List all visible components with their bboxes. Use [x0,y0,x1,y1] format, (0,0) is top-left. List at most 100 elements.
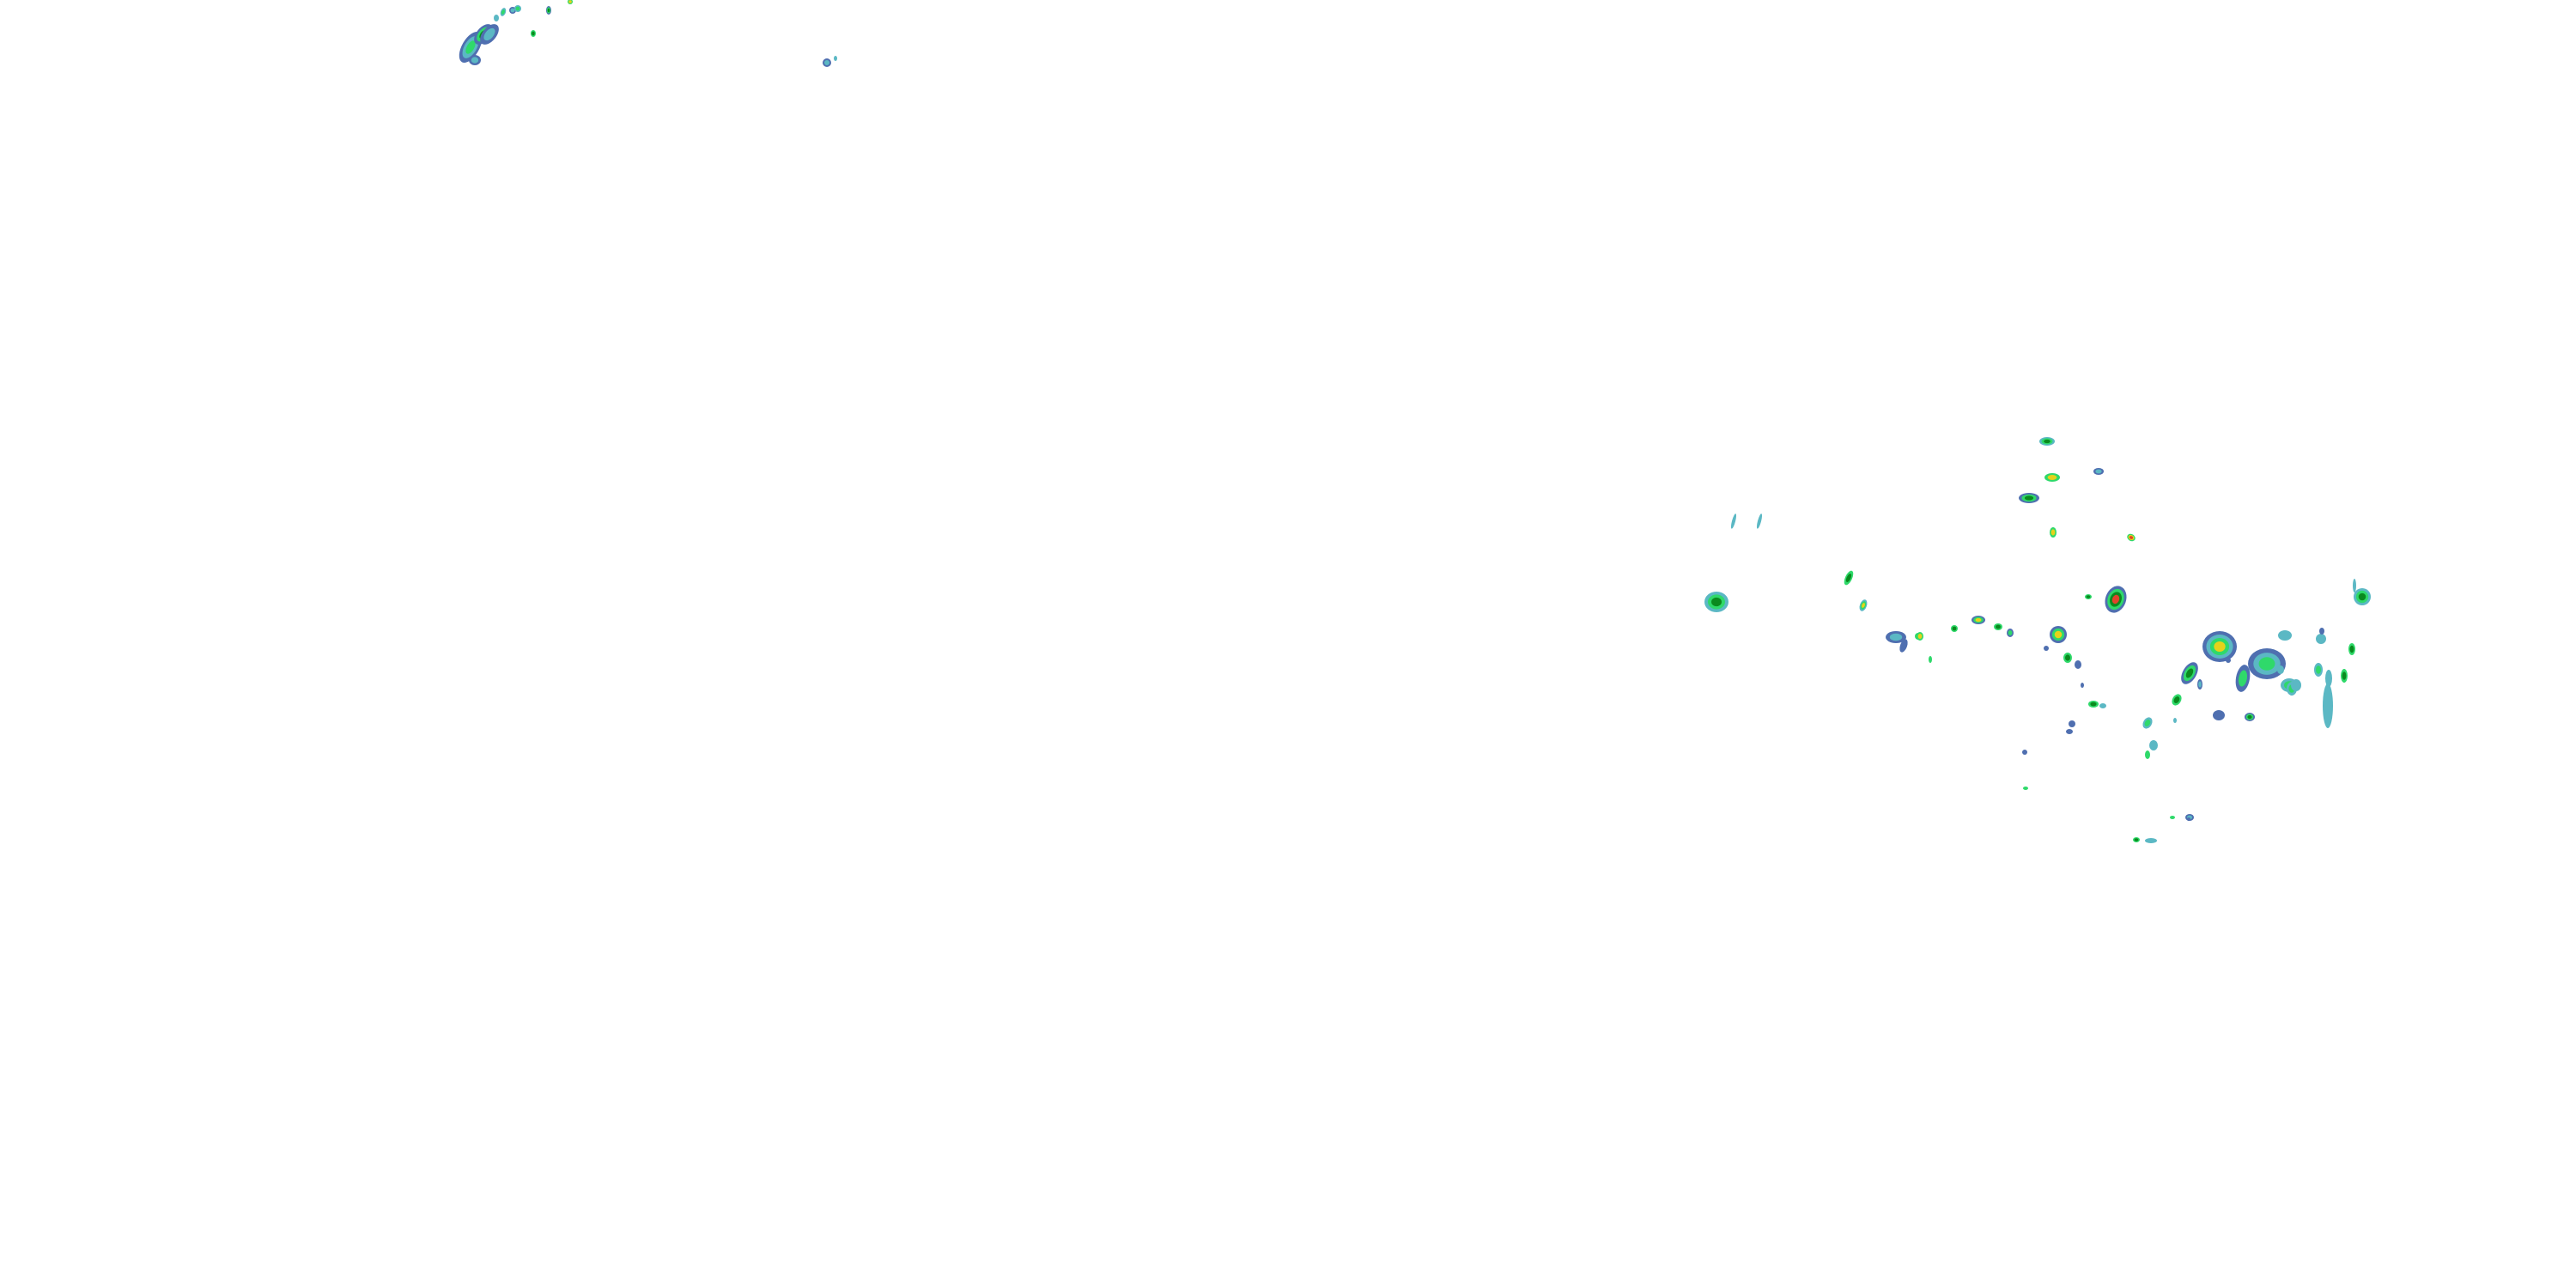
precipitation-intensity-heavy [547,8,550,13]
precipitation-intensity-light [2081,683,2084,688]
precipitation-intensity-light-moderate [510,8,515,13]
precipitation-cell [494,15,499,21]
precipitation-cell [2181,662,2198,684]
precipitation-intensity-moderate [1929,656,1932,663]
precipitation-cell [1886,631,1906,643]
precipitation-intensity-moderate [2258,657,2275,671]
precipitation-cell [480,24,499,45]
precipitation-intensity-light-moderate [2278,630,2292,641]
precipitation-cell [1917,632,1923,641]
precipitation-cell [2023,787,2028,790]
precipitation-intensity-extreme [2129,536,2134,539]
precipitation-cell [2341,669,2348,683]
precipitation-cell [2235,665,2251,692]
precipitation-intensity-light-moderate [2323,683,2333,728]
precipitation-intensity-light-moderate [2099,703,2106,708]
precipitation-intensity-heavy [2185,668,2194,678]
precipitation-cell [514,5,521,12]
precipitation-cell [2149,740,2158,750]
precipitation-intensity-heavy [2134,838,2139,841]
precipitation-cell [2187,817,2190,821]
precipitation-intensity-light [1899,639,1908,653]
precipitation-intensity-light [2022,750,2027,755]
precipitation-intensity-heavy [2173,696,2180,703]
precipitation-cell [2085,594,2092,599]
precipitation-cell [1859,599,1868,611]
precipitation-cell [568,0,573,4]
precipitation-cell [2245,713,2255,721]
precipitation-cell [834,56,837,61]
precipitation-intensity-light-moderate [1756,513,1763,529]
precipitation-intensity-heavy [2086,595,2091,598]
precipitation-intensity-light [2066,729,2073,734]
precipitation-intensity-moderate [515,6,520,11]
precipitation-intensity-light [2319,628,2324,635]
precipitation-intensity-light-moderate [2198,681,2202,688]
precipitation-intensity-very-heavy [2054,630,2063,639]
precipitation-intensity-light-moderate [471,57,479,64]
precipitation-intensity-very-heavy [1917,634,1923,639]
precipitation-intensity-extreme [2111,594,2120,605]
precipitation-intensity-moderate [2023,787,2028,790]
precipitation-intensity-heavy [2065,654,2070,661]
precipitation-intensity-light-moderate [2173,718,2177,723]
precipitation-cell [2069,720,2075,727]
precipitation-cell [2314,663,2323,677]
precipitation-intensity-light-moderate [2277,665,2284,674]
precipitation-intensity-light-moderate [2291,679,2301,691]
precipitation-intensity-heavy [1711,597,1722,607]
precipitation-intensity-heavy [532,31,535,36]
precipitation-cell [2277,665,2284,674]
precipitation-cell [2323,683,2333,728]
precipitation-intensity-heavy [2342,671,2347,680]
precipitation-intensity-light-moderate [2149,740,2158,750]
precipitation-cell [2022,750,2027,755]
precipitation-cell [2066,729,2073,734]
precipitation-cell [2063,653,2072,663]
precipitation-cell [2007,629,2014,637]
precipitation-cell [2145,750,2150,759]
precipitation-intensity-moderate [2170,816,2175,819]
precipitation-intensity-moderate [2145,750,2150,759]
precipitation-cell [2202,631,2237,662]
precipitation-intensity-light [2187,817,2190,821]
precipitation-intensity-light-moderate [824,60,829,65]
precipitation-intensity-very-heavy [568,0,572,3]
precipitation-cell [2099,703,2106,708]
precipitation-cell [2172,694,2182,706]
precipitation-cell [2019,493,2039,503]
precipitation-intensity-heavy [1996,624,2001,629]
precipitation-cell [2354,588,2371,605]
precipitation-cell [823,58,831,67]
precipitation-cell [1730,513,1737,529]
precipitation-cell [2213,710,2225,720]
precipitation-cell [2248,648,2286,679]
precipitation-intensity-light [2044,646,2049,651]
precipitation-intensity-light-moderate [834,56,837,61]
precipitation-intensity-heavy [2044,439,2050,444]
precipitation-intensity-light-moderate [1730,513,1737,529]
precipitation-cell [1704,592,1728,612]
precipitation-intensity-moderate [465,40,476,54]
precipitation-cell [1844,570,1854,586]
precipitation-cell [1994,623,2002,630]
precipitation-cell [2044,473,2060,482]
precipitation-cell [2105,586,2127,613]
precipitation-cell [2081,683,2084,688]
precipitation-cell [500,8,507,16]
precipitation-intensity-light [2075,660,2081,669]
precipitation-cell [2170,816,2175,819]
precipitation-intensity-light-moderate [2353,579,2356,592]
precipitation-cell [469,55,481,65]
precipitation-cell [2075,660,2081,669]
precipitation-cell [2142,717,2153,729]
precipitation-cell [2145,838,2157,843]
precipitation-cell [2319,628,2324,635]
precipitation-intensity-heavy [2247,714,2252,720]
precipitation-cell [2044,646,2049,651]
precipitation-intensity-very-heavy [1975,617,1982,623]
precipitation-intensity-light-moderate [2316,634,2326,644]
precipitation-cell [2127,533,2136,542]
precipitation-intensity-light-moderate [483,27,495,41]
